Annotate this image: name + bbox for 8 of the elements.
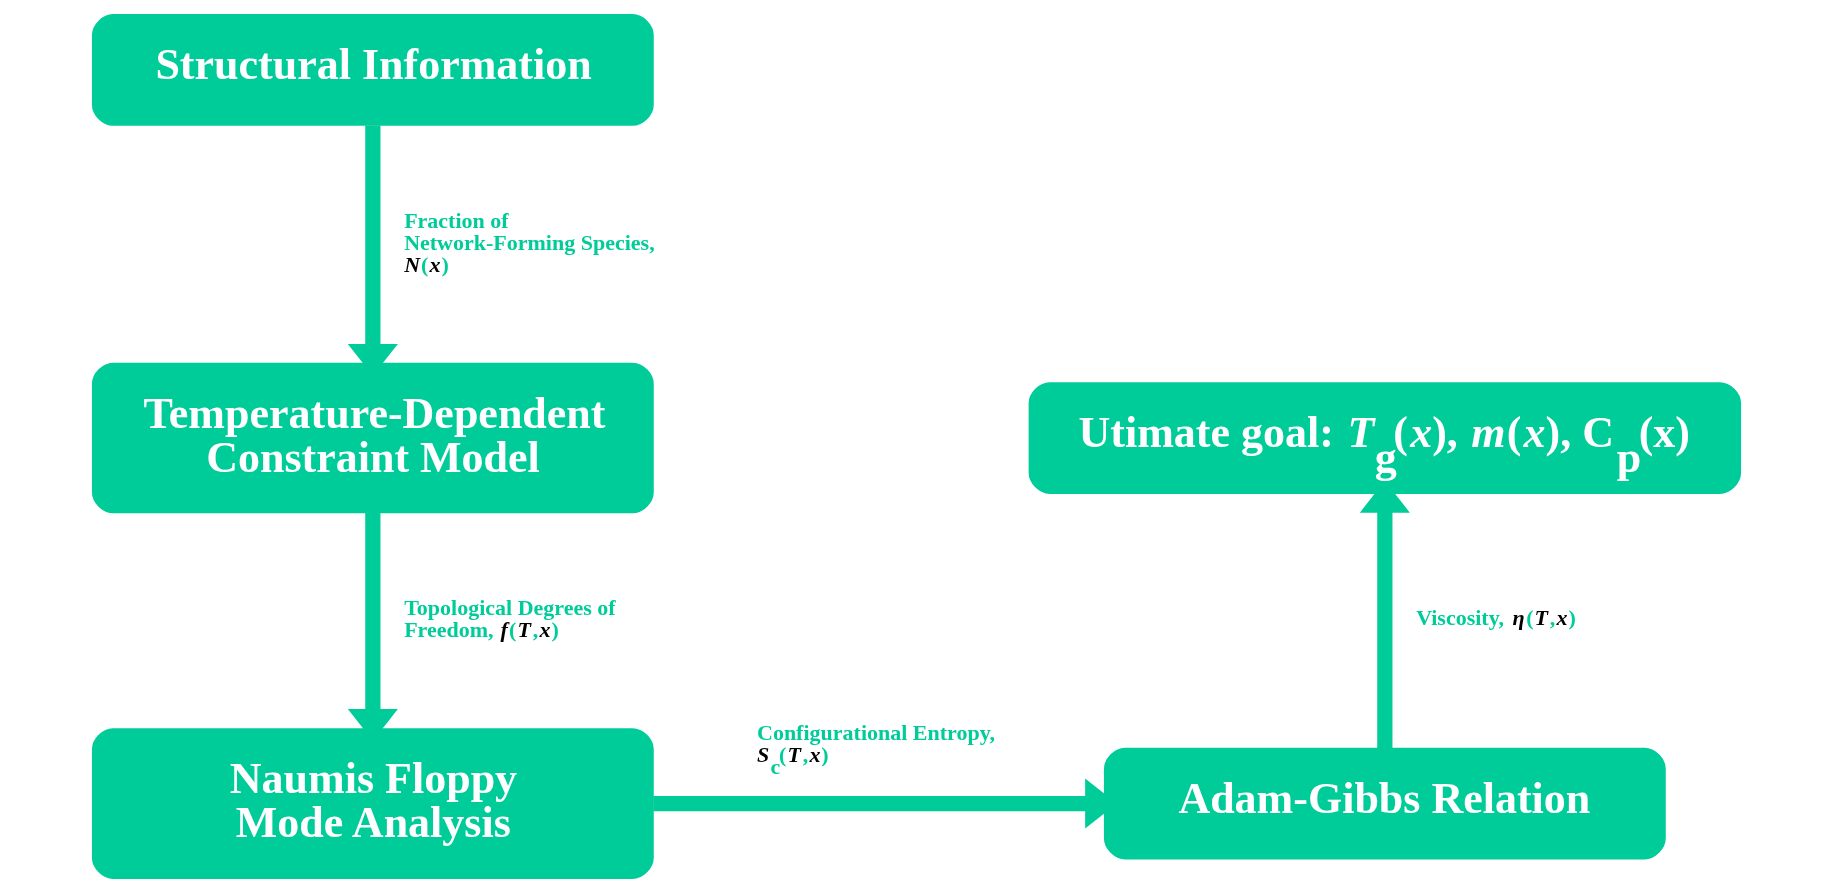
node-box: Structural Information bbox=[91, 14, 654, 126]
edge-label: Fraction of Network-Forming Species, N(x) bbox=[403, 208, 655, 278]
node-box: Adam-Gibbs Relation bbox=[1103, 747, 1666, 860]
edge-label: Topological Degrees of Freedom, f(T,x) bbox=[403, 594, 616, 642]
arrow bbox=[1359, 480, 1410, 749]
node-box: Naumis Floppy Mode Analysis bbox=[91, 728, 654, 879]
node-box: Temperature-Dependent Constraint Model bbox=[91, 362, 654, 514]
edge-label: Viscosity, η(T,x) bbox=[1415, 604, 1576, 630]
